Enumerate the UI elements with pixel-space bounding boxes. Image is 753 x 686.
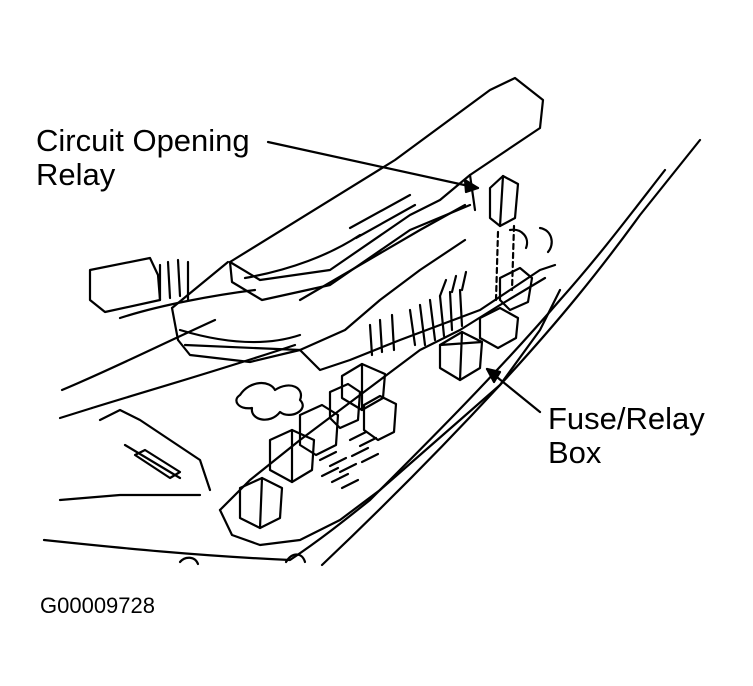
lower-panel <box>60 410 305 564</box>
fuse-relay-box-label: Fuse/Relay Box <box>548 402 705 470</box>
circuit-opening-relay-part <box>490 176 518 300</box>
circuit-opening-relay-label-line2: Relay <box>36 157 116 192</box>
fuse-relay-box-label-line1: Fuse/Relay <box>548 401 705 436</box>
fuse-relay-box-body <box>220 228 560 545</box>
circuit-opening-relay-label: Circuit Opening Relay <box>36 124 250 192</box>
fuse-box-cover <box>172 78 543 362</box>
figure-id: G00009728 <box>40 593 155 618</box>
leader-lines <box>268 142 540 412</box>
circuit-opening-relay-label-line1: Circuit Opening <box>36 123 250 158</box>
relay-leader-arrowhead <box>465 180 478 192</box>
fender-bracket <box>90 258 255 318</box>
fuse-relay-box-label-line2: Box <box>548 435 602 470</box>
box-leader-arrowhead <box>487 369 500 382</box>
relay-leader-line <box>268 142 478 188</box>
